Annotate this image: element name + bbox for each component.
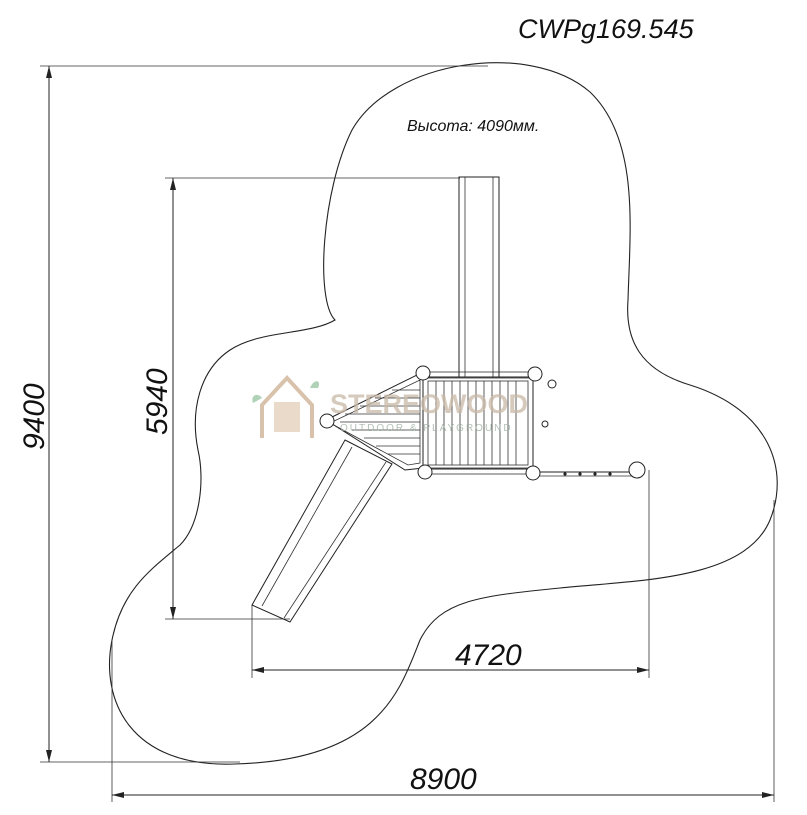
dimension-structure-height-label: 5940 <box>141 368 174 435</box>
dimension-structure-width-label: 4720 <box>455 639 522 672</box>
posts <box>319 365 646 481</box>
tower-platform <box>422 371 534 475</box>
rope-bridge <box>533 471 636 477</box>
dimension-total-height-label: 9400 <box>18 383 51 450</box>
watermark-tower-icon <box>252 375 320 438</box>
model-title: CWPg169.545 <box>518 14 695 44</box>
safety-zone-outline <box>108 62 778 765</box>
dimension-structure-width: 4720 <box>251 470 650 678</box>
watermark-logo: STEREOWOOD OUTDOOR & PLAYGROUND <box>252 375 528 438</box>
dimension-total-height: 9400 <box>18 65 488 763</box>
watermark-brand: STEREOWOOD <box>330 389 528 419</box>
dimension-total-width: 8900 <box>111 500 775 802</box>
height-note: Высота: 4090мм. <box>407 118 539 135</box>
dimension-structure-height: 5940 <box>141 177 460 620</box>
watermark-tagline: OUTDOOR & PLAYGROUND <box>340 423 513 434</box>
dimension-total-width-label: 8900 <box>410 763 477 796</box>
vertical-climber <box>458 176 500 378</box>
slide <box>251 439 393 623</box>
